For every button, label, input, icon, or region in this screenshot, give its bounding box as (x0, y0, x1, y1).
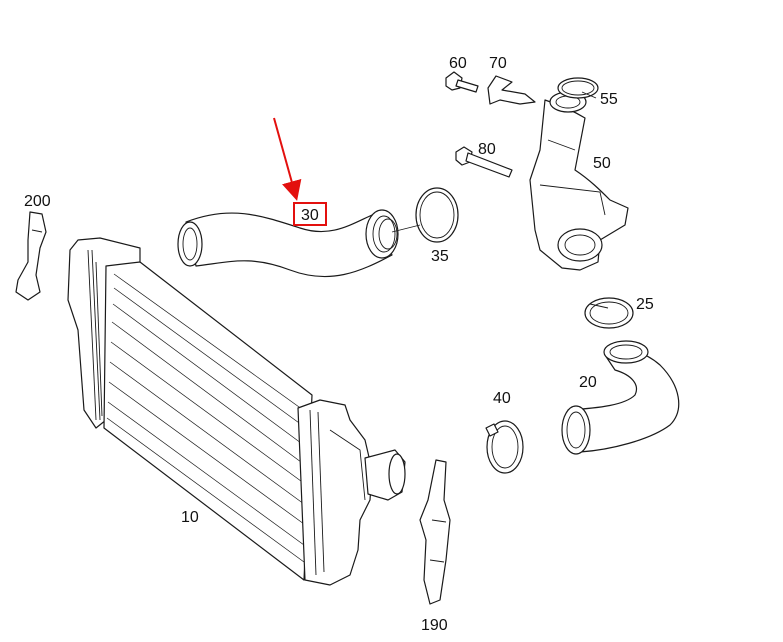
callout-50[interactable]: 50 (593, 155, 611, 172)
bolt-part-60[interactable] (445, 71, 479, 93)
callout-40[interactable]: 40 (493, 390, 511, 407)
bracket-part-70[interactable] (487, 75, 536, 105)
callout-200[interactable]: 200 (24, 193, 51, 210)
intercooler-part-10[interactable] (67, 237, 406, 586)
callout-30[interactable]: 30 (301, 207, 319, 224)
callout-190[interactable]: 190 (421, 617, 448, 634)
callout-60[interactable]: 60 (449, 55, 467, 72)
charge-air-pipe-part-20[interactable] (561, 340, 680, 455)
highlight-arrow (273, 117, 302, 201)
throttle-housing-part-50[interactable] (529, 91, 629, 271)
highlight-box (293, 202, 327, 226)
holder-part-190[interactable] (419, 459, 451, 605)
bolt-part-80[interactable] (455, 146, 513, 178)
callout-25[interactable]: 25 (636, 296, 654, 313)
callout-70[interactable]: 70 (489, 55, 507, 72)
callout-10[interactable]: 10 (181, 509, 199, 526)
charge-air-hose-part-30[interactable] (177, 209, 399, 278)
o-ring-part-55[interactable] (557, 77, 599, 99)
sealing-ring-part-25[interactable] (584, 297, 634, 329)
callout-55[interactable]: 55 (600, 91, 618, 108)
callout-35[interactable]: 35 (431, 248, 449, 265)
callout-20[interactable]: 20 (579, 374, 597, 391)
hose-clamp-part-40[interactable] (485, 420, 524, 474)
leader-lines (391, 91, 609, 309)
sealing-ring-part-35[interactable] (415, 187, 459, 243)
callout-80[interactable]: 80 (478, 141, 496, 158)
holder-part-200[interactable] (15, 211, 47, 301)
